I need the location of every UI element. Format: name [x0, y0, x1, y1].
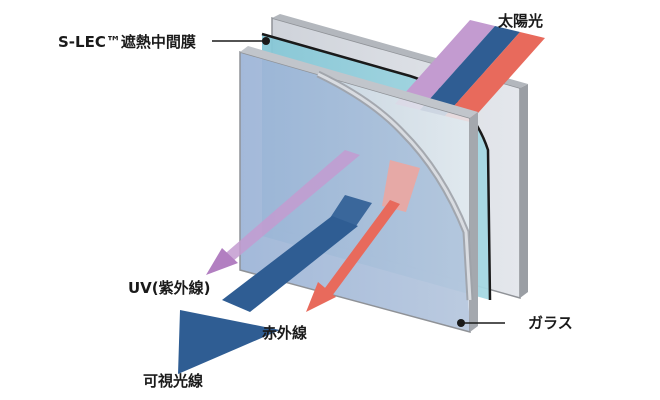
glass-label: ガラス [528, 314, 573, 332]
visible-ray [178, 195, 372, 374]
sunlight-bands [395, 20, 545, 122]
interlayer-label: S-LEC™遮熱中間膜 [58, 33, 196, 51]
visible-label: 可視光線 [143, 372, 203, 390]
interlayer-leader [212, 37, 270, 45]
uv-ray [206, 150, 360, 275]
uv-band-in [395, 20, 495, 110]
visible-band-in [420, 26, 520, 116]
infrared-band-in [445, 32, 545, 122]
glass-leader [457, 319, 505, 327]
infrared-ray [306, 160, 420, 312]
sunlight-label: 太陽光 [498, 12, 543, 30]
uv-label: UV(紫外線) [128, 279, 211, 297]
infrared-label: 赤外線 [262, 324, 307, 342]
